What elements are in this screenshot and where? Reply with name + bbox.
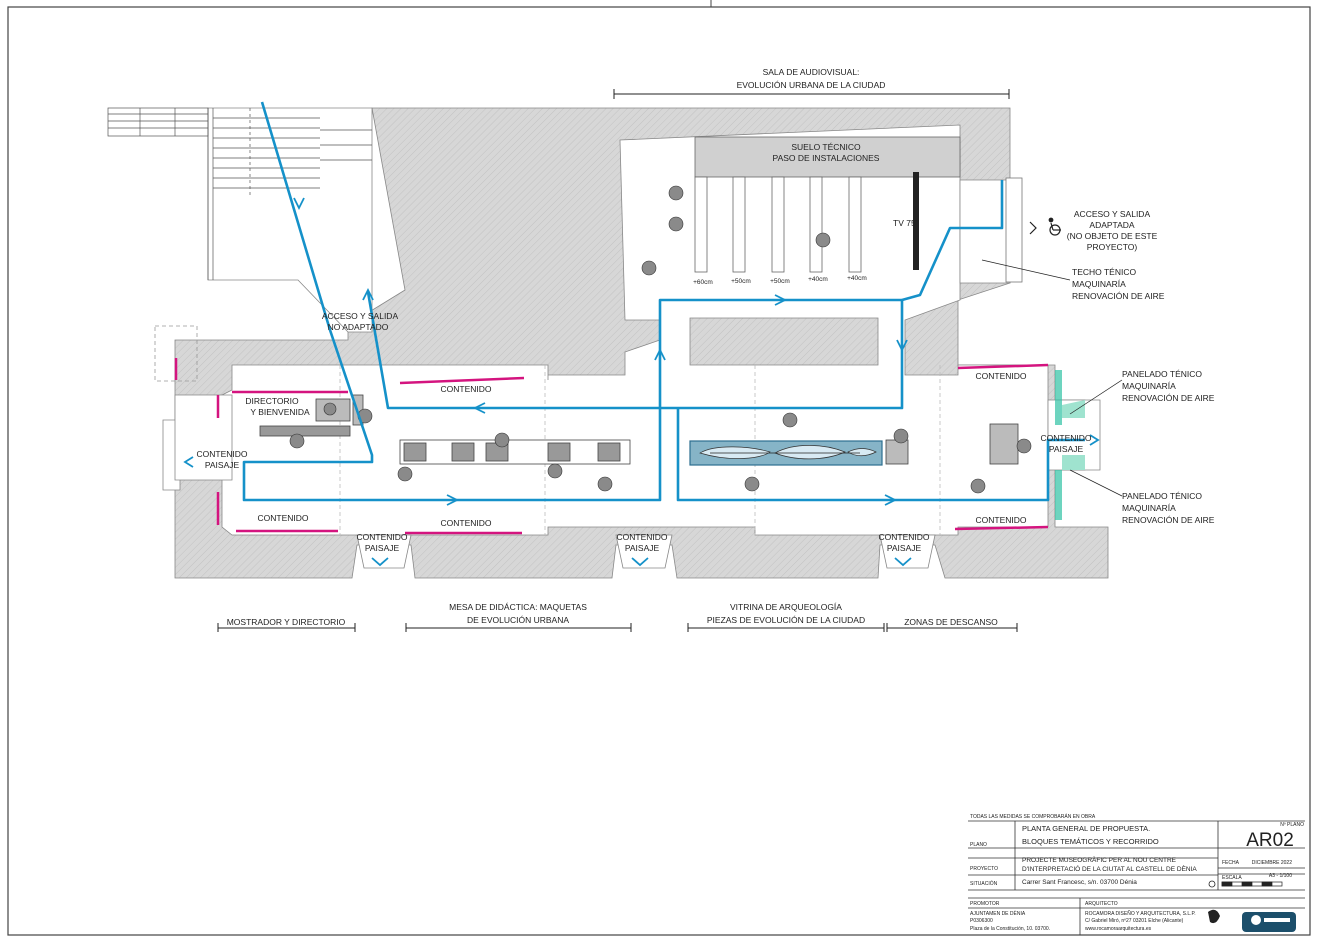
panelado-bottom-3: RENOVACIÓN DE AIRE — [1122, 515, 1215, 525]
acceso-adaptada-4: PROYECTO) — [1087, 242, 1138, 252]
contenido-label-5: CONTENIDO — [976, 515, 1027, 525]
tb-proyecto-label: PROYECTO — [970, 866, 998, 872]
tb-promotor-2: P0306300 — [970, 918, 993, 924]
tb-arquitecto-3: www.rocamoraarquitectura.es — [1085, 926, 1152, 932]
suelo-tecnico-label-1: SUELO TÉCNICO — [791, 142, 861, 152]
zone-mesa-1: MESA DE DIDÁCTICA: MAQUETAS — [449, 602, 587, 612]
building-walls — [154, 107, 1109, 579]
tb-escala: A3 - 1/100 — [1269, 873, 1292, 879]
panelado-top-1: PANELADO TÉNICO — [1122, 369, 1202, 379]
tb-arquitecto-1: ROCAMORA DISEÑO Y ARQUITECTURA, S.L.P. — [1085, 910, 1196, 917]
directorio-label-2: Y BIENVENIDA — [250, 407, 310, 417]
panelado-bottom-1: PANELADO TÉNICO — [1122, 491, 1202, 501]
audiovisual-subtitle: EVOLUCIÓN URBANA DE LA CIUDAD — [737, 80, 886, 90]
panelado-top-2: MAQUINARÍA — [1122, 381, 1176, 391]
wheelchair-icon — [1029, 217, 1061, 236]
zone-mostrador: MOSTRADOR Y DIRECTORIO — [227, 617, 346, 627]
acceso-no-adaptado-2: NO ADAPTADO — [328, 322, 389, 332]
step-label-1: +60cm — [693, 279, 713, 286]
tb-promotor-label: PROMOTOR — [970, 901, 1000, 907]
step-label-3: +50cm — [770, 278, 790, 285]
tb-arquitecto-label: ARQUITECTO — [1085, 901, 1118, 907]
technical-panels — [1055, 370, 1085, 520]
step-label-5: +40cm — [847, 275, 867, 282]
contenido-label-1: CONTENIDO — [441, 384, 492, 394]
sheet-border — [7, 6, 1311, 936]
contenido-paisaje-right-2: PAISAJE — [1049, 444, 1084, 454]
panelado-top-3: RENOVACIÓN DE AIRE — [1122, 393, 1215, 403]
signature-mark — [1208, 909, 1220, 924]
room-labels: DIRECTORIO Y BIENVENIDA CONTENIDO PAISAJ… — [197, 311, 1092, 553]
tb-plano-2: BLOQUES TEMÁTICOS Y RECORRIDO — [1022, 837, 1159, 846]
tb-note: TODAS LAS MEDIDAS SE COMPROBARÁN EN OBRA — [970, 813, 1096, 820]
techo-label-3: RENOVACIÓN DE AIRE — [1072, 291, 1165, 301]
audiovisual-header: SALA DE AUDIOVISUAL: EVOLUCIÓN URBANA DE… — [613, 67, 1010, 99]
audiovisual-room: SUELO TÉCNICO PASO DE INSTALACIONES +60c… — [693, 136, 961, 286]
step-label-4: +40cm — [808, 276, 828, 283]
tb-promotor-3: Plaza de la Constitución, 10. 03700. — [970, 926, 1050, 932]
visitor-route — [242, 101, 1085, 502]
tb-situacion: Carrer Sant Francesc, s/n. 03700 Dénia — [1022, 879, 1137, 886]
studio-logo — [1242, 912, 1296, 932]
contenido-label-3: CONTENIDO — [441, 518, 492, 528]
tb-situacion-label: SITUACIÓN — [970, 880, 998, 887]
contenido-paisaje-left-2: PAISAJE — [205, 460, 240, 470]
benches — [885, 423, 1019, 465]
acceso-no-adaptado-1: ACCESO Y SALIDA — [322, 311, 399, 321]
tb-plano-code: AR02 — [1246, 830, 1294, 851]
tb-arquitecto-2: C/ Gabriel Miró, nº27 03201 Elche (Alica… — [1085, 918, 1184, 924]
tb-plano-label: PLANO — [970, 842, 987, 848]
title-block: TODAS LAS MEDIDAS SE COMPROBARÁN EN OBRA… — [968, 813, 1305, 935]
tv-screen — [913, 172, 919, 270]
people-figures — [289, 185, 1032, 494]
tv-label: TV 75" — [893, 218, 919, 228]
zone-vitrina-2: PIEZAS DE EVOLUCIÓN DE LA CIUDAD — [707, 615, 865, 625]
contenido-paisaje-niche2-1: CONTENIDO — [617, 532, 668, 542]
contenido-paisaje-niche2-2: PAISAJE — [625, 543, 660, 553]
techo-label-2: MAQUINARÍA — [1072, 279, 1126, 289]
tb-proyecto-1: PROJECTE MUSEOGRÀFIC PER AL NOU CENTRE — [1022, 855, 1177, 864]
tb-escala-label: ESCALA — [1222, 875, 1242, 881]
route-arrows — [183, 197, 1100, 567]
step-labels: +60cm +50cm +50cm +40cm +40cm — [693, 275, 867, 286]
audiovisual-title: SALA DE AUDIOVISUAL: — [763, 67, 860, 77]
contenido-paisaje-niche1-1: CONTENIDO — [357, 532, 408, 542]
step-label-2: +50cm — [731, 278, 751, 285]
techo-label-1: TECHO TÉNICO — [1072, 267, 1136, 277]
zone-descanso: ZONAS DE DESCANSO — [904, 617, 998, 627]
contenido-paisaje-left-1: CONTENIDO — [197, 449, 248, 459]
archaeology-showcase — [689, 440, 883, 466]
zone-labels — [217, 623, 1018, 632]
zone-vitrina-1: VITRINA DE ARQUEOLOGÍA — [730, 602, 842, 612]
acceso-adaptada-1: ACCESO Y SALIDA — [1074, 209, 1151, 219]
north-icon — [1208, 880, 1216, 888]
contenido-paisaje-right-1: CONTENIDO — [1041, 433, 1092, 443]
content-panels — [174, 358, 1049, 535]
contenido-paisaje-niche3-1: CONTENIDO — [879, 532, 930, 542]
tb-fecha: DICIEMBRE 2022 — [1252, 860, 1293, 866]
tb-plano-1: PLANTA GENERAL DE PROPUESTA. — [1022, 824, 1150, 833]
didactic-table — [399, 439, 631, 465]
tb-fecha-label: FECHA — [1222, 860, 1240, 866]
tb-promotor-1: AJUNTAMEN DE DÈNIA — [970, 910, 1026, 917]
contenido-paisaje-niche1-2: PAISAJE — [365, 543, 400, 553]
directorio-label-1: DIRECTORIO — [245, 396, 299, 406]
contenido-label-2: CONTENIDO — [258, 513, 309, 523]
acceso-adaptada-3: (NO OBJETO DE ESTE — [1067, 231, 1158, 241]
zone-texts: MOSTRADOR Y DIRECTORIO MESA DE DIDÁCTICA… — [227, 602, 998, 627]
acceso-adaptada-2: ADAPTADA — [1089, 220, 1135, 230]
scale-bar — [1221, 881, 1283, 887]
tb-nplano-label: Nº PLANO — [1280, 822, 1304, 828]
staircase — [107, 107, 372, 280]
contenido-label-4: CONTENIDO — [976, 371, 1027, 381]
right-annotations: ACCESO Y SALIDA ADAPTADA (NO OBJETO DE E… — [981, 209, 1215, 525]
panelado-bottom-2: MAQUINARÍA — [1122, 503, 1176, 513]
suelo-tecnico-label-2: PASO DE INSTALACIONES — [773, 153, 880, 163]
contenido-paisaje-niche3-2: PAISAJE — [887, 543, 922, 553]
zone-mesa-2: DE EVOLUCIÓN URBANA — [467, 615, 569, 625]
tb-proyecto-2: D'INTERPRETACIÓ DE LA CIUTAT AL CASTELL … — [1022, 864, 1197, 873]
